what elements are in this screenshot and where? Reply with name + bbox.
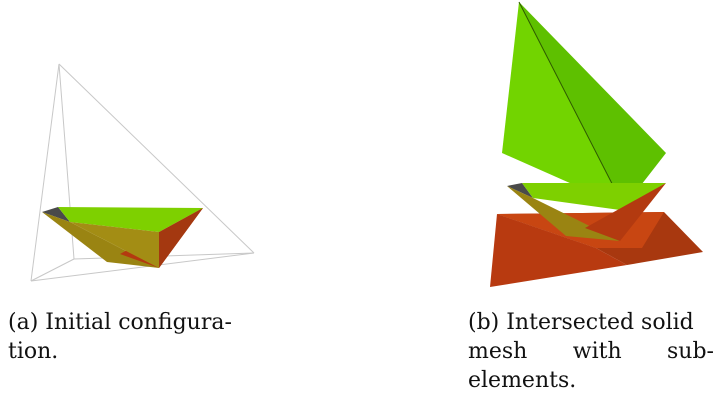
dark-gray-facet	[42, 207, 70, 222]
green-pyramid-edge	[518, 1, 625, 208]
caption-b-line-1: (b) Intersected solid	[468, 310, 694, 335]
orange-facet-2	[159, 208, 203, 268]
orange-facet-b	[585, 183, 666, 241]
olive-facet-2	[70, 222, 159, 268]
caption-b: (b) Intersected solid mesh with sub- ele…	[468, 308, 714, 395]
caption-b-word-sub: sub-	[667, 339, 714, 364]
green-facet	[58, 207, 203, 232]
caption-a-line-2: tion.	[8, 339, 59, 364]
caption-b-line-2: mesh with sub-	[468, 337, 714, 366]
green-pyramid-right	[519, 2, 666, 207]
caption-b-word-mesh: mesh	[468, 339, 528, 364]
caption-b-line-3: elements.	[468, 368, 577, 393]
caption-a-line-1: (a) Initial configura-	[8, 310, 232, 335]
caption-b-word-with: with	[572, 339, 622, 364]
dark-gray-facet-b	[507, 183, 533, 198]
orange-base-left	[490, 214, 627, 287]
green-pyramid-left	[502, 2, 624, 207]
caption-a: (a) Initial configura- tion.	[8, 308, 290, 366]
